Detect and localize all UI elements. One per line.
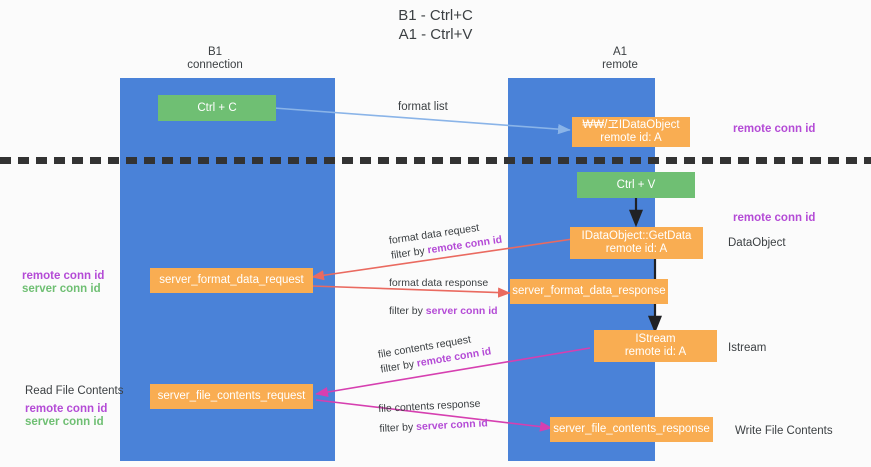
label-left-server-conn-id-2: server conn id [25,416,104,428]
arrow-label-file-contents-request-group: file contents request filter by remote c… [377,330,492,378]
box-getdata[interactable]: IDataObject::GetData remote id: A [570,227,703,259]
label-left-remote-conn-id-2: remote conn id [25,403,108,415]
box-server-file-contents-response[interactable]: server_file_contents_response [550,417,713,442]
arrow-label-format-data-response-filter: filter by server conn id [389,304,498,319]
box-ctrl-c[interactable]: Ctrl + C [158,95,276,121]
label-remote-conn-id-mid: remote conn id [733,212,816,224]
filter-prefix: filter by [379,421,417,435]
page-title: B1 - Ctrl+C A1 - Ctrl+V [398,7,473,43]
box-server-format-data-response[interactable]: server_format_data_response [510,279,668,304]
filter-prefix: filter by [389,305,426,317]
label-read-file-contents: Read File Contents [25,385,124,397]
box-server-format-data-request[interactable]: server_format_data_request [150,268,313,293]
arrow-label-format-list: format list [398,101,448,113]
box-idataobject[interactable]: ₩₩/ヱIDataObject remote id: A [572,117,690,147]
label-write-file-contents: Write File Contents [735,425,833,437]
box-ctrl-v[interactable]: Ctrl + V [577,172,695,198]
arrow-label-format-data-response-group: format data response filter by server co… [389,276,498,319]
arrow-label-file-contents-response-filter: filter by server conn id [379,416,488,437]
label-left-remote-conn-id: remote conn id [22,270,105,282]
label-remote-conn-id-top: remote conn id [733,123,816,135]
filter-key: server conn id [425,305,498,317]
label-left-server-conn-id: server conn id [22,283,101,295]
label-istream: Istream [728,342,767,354]
arrow-label-file-contents-response: file contents response [378,397,481,415]
arrow-label-format-data-response: format data response [389,277,489,289]
box-server-file-contents-request[interactable]: server_file_contents_request [150,384,313,409]
arrow-label-format-data-request-group: format data request filter by remote con… [388,218,503,264]
label-dataobject: DataObject [728,237,786,249]
column-header-b1: B1 connection [187,46,243,71]
filter-prefix: filter by [390,244,429,262]
box-istream[interactable]: IStream remote id: A [594,330,717,362]
filter-key: server conn id [415,417,489,434]
column-header-a1: A1 remote [602,46,638,71]
arrow-label-file-contents-response-group: file contents response filter by server … [378,396,488,437]
